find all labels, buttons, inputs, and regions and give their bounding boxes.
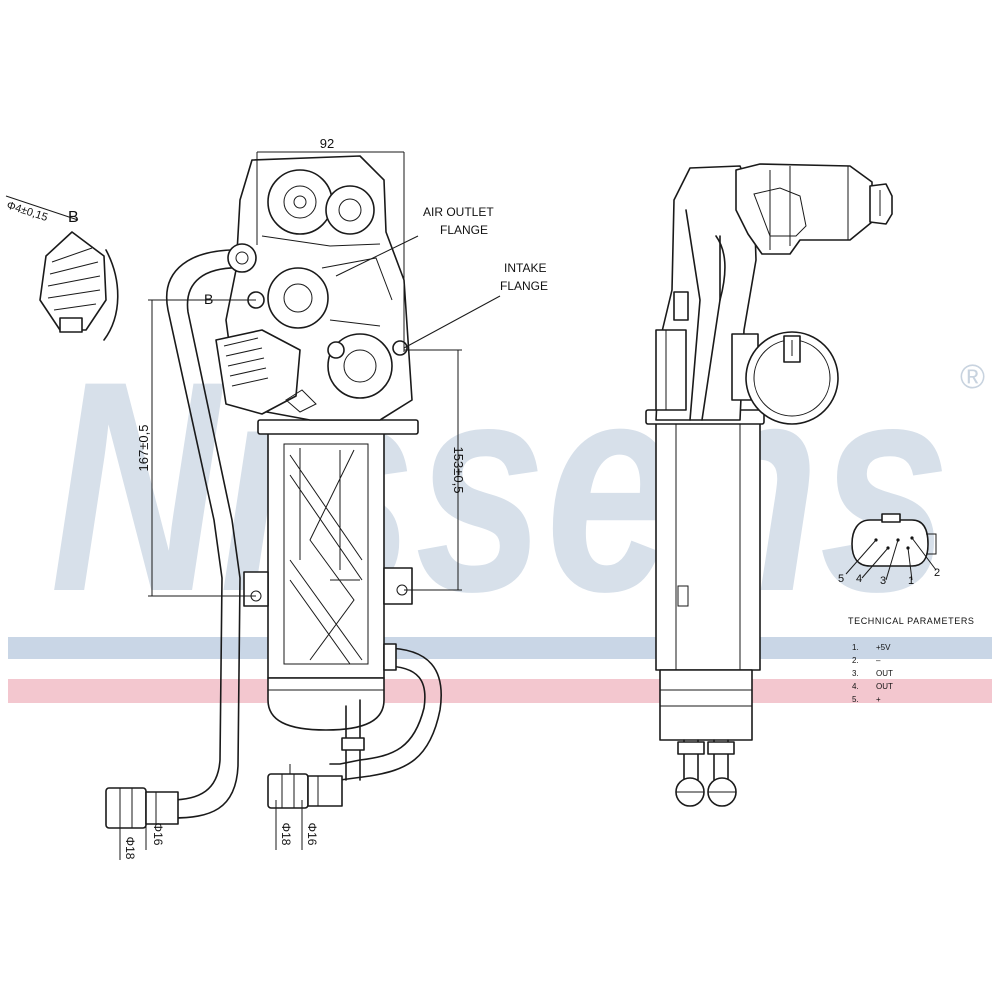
detail-b: Φ4±0,15 B bbox=[5, 195, 119, 341]
intake-label-1: INTAKE bbox=[504, 261, 546, 275]
dim-167-label: 167±0,5 bbox=[136, 425, 151, 472]
side-view bbox=[645, 163, 893, 807]
pipe-b-dia-2: Φ16 bbox=[305, 823, 319, 846]
pipe-a-dia-2: Φ16 bbox=[151, 823, 165, 846]
pipe-a-dia-1: Φ18 bbox=[123, 837, 137, 860]
tech-val-5: + bbox=[876, 695, 881, 704]
technical-parameters: TECHNICAL PARAMETERS 1. +5V 2. – 3. OUT … bbox=[848, 616, 975, 704]
dim-167: 167±0,5 bbox=[136, 299, 256, 597]
red-stripe bbox=[8, 679, 992, 703]
tech-val-4: OUT bbox=[876, 682, 893, 691]
dim-92-label: 92 bbox=[320, 136, 334, 151]
tech-pin-1: 1. bbox=[852, 643, 859, 652]
pin-label-3: 3 bbox=[880, 575, 886, 587]
dim-92: 92 bbox=[256, 136, 405, 352]
tech-val-2: – bbox=[876, 656, 881, 665]
pin-label-4: 4 bbox=[856, 573, 862, 585]
pin-label-1: 1 bbox=[908, 575, 914, 587]
air-outlet-label-2: FLANGE bbox=[440, 223, 488, 237]
dim-153-label: 153±0,5 bbox=[451, 447, 466, 494]
section-ref-b: B bbox=[204, 291, 213, 307]
tech-val-1: +5V bbox=[876, 643, 891, 652]
tech-title: TECHNICAL PARAMETERS bbox=[848, 616, 975, 626]
front-view: 92 167±0,5 153±0,5 B AIR OUTLET FLANGE I… bbox=[105, 136, 548, 860]
tech-pin-3: 3. bbox=[852, 669, 859, 678]
tech-pin-5: 5. bbox=[852, 695, 859, 704]
registered-mark: ® bbox=[960, 358, 985, 396]
watermark: Nissens ® bbox=[50, 318, 985, 654]
blue-stripe bbox=[8, 637, 992, 659]
pipe-b-dia-1: Φ18 bbox=[279, 823, 293, 846]
tech-pin-2: 2. bbox=[852, 656, 859, 665]
dim-153: 153±0,5 bbox=[404, 349, 466, 591]
pin-label-5: 5 bbox=[838, 573, 844, 585]
connector-pinout: 5 4 3 1 2 bbox=[838, 513, 940, 587]
intake-label-2: FLANGE bbox=[500, 279, 548, 293]
pin-label-2: 2 bbox=[934, 567, 940, 579]
tech-val-3: OUT bbox=[876, 669, 893, 678]
bolt-hole-ref: B bbox=[68, 209, 79, 226]
tech-pin-4: 4. bbox=[852, 682, 859, 691]
air-outlet-label-1: AIR OUTLET bbox=[423, 205, 494, 219]
